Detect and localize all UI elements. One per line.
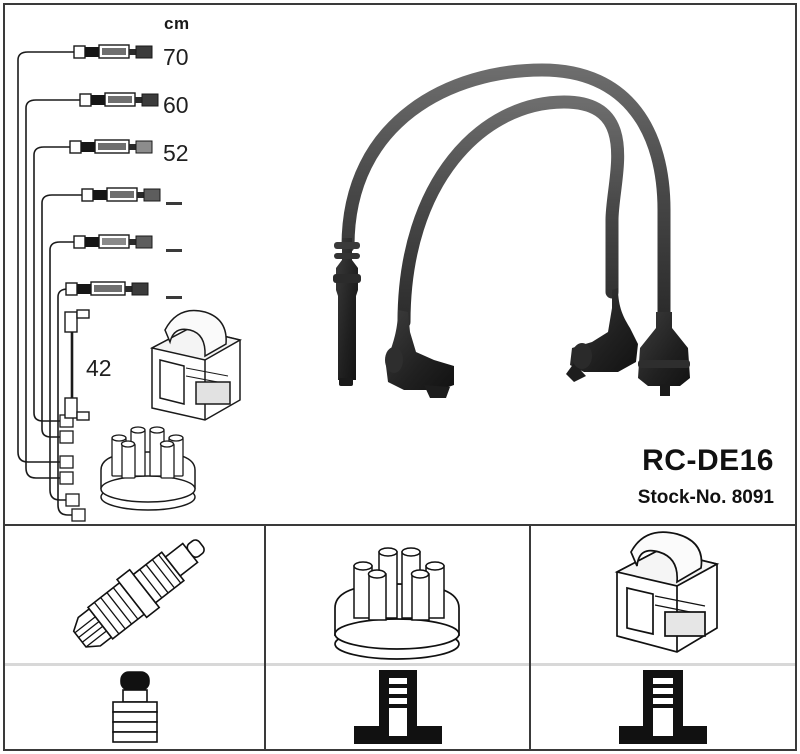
frame-left-border [3,3,5,751]
frame-bottom-border [3,749,797,751]
distributor-boot-left [385,310,454,398]
panel-divider-3 [531,663,795,666]
cable-length-2: 60 [163,92,189,118]
ignition-coil-terminal-icon [619,670,707,744]
ignition-coil-panel [531,526,795,751]
cable-length-6 [166,296,182,299]
panel-divider-1 [5,663,264,666]
spark-plug-icon [72,539,205,648]
coil-lead-cable [64,309,90,421]
distributor-cap-panel [266,526,529,751]
coil-lead-length: 42 [86,355,112,381]
cable-length-3: 52 [163,140,189,166]
cable-inner-path [397,95,625,329]
cable-length-1: 70 [163,44,189,70]
spark-plug-boot-left [333,238,361,386]
cable-outer-path [341,63,671,322]
frame-middle-divider [3,524,797,526]
distributor-cap-illustration [100,426,196,511]
length-unit-header: cm [164,14,190,33]
distributor-cap-icon [334,547,460,660]
spark-plug-panel [5,526,264,751]
ignition-coil-icon [614,531,720,653]
distributor-boot-right [566,288,638,382]
stock-number: Stock-No. 8091 [637,487,774,508]
distributor-cap-terminal-icon [354,670,442,744]
frame-vertical-divider-2 [529,526,531,751]
coil-boot-right [638,312,690,396]
cable-connector-row-3 [69,139,153,154]
cable-connector-row-2 [79,92,159,107]
ignition-coil-illustration [149,309,243,421]
panel-divider-2 [266,663,529,666]
frame-top-border [3,3,797,5]
ignition-cable-set-photo [333,63,690,398]
spark-plug-terminal-icon [112,671,158,743]
cable-harness-schematic [17,44,243,522]
frame-vertical-divider-1 [264,526,266,751]
product-title: RC-DE16 [642,444,774,477]
cable-length-5 [166,249,182,252]
cable-length-4 [166,202,182,205]
cable-connector-row-6 [65,281,149,296]
cable-connector-row-1 [73,44,153,59]
harness-terminal-block [59,414,86,522]
frame-right-border [795,3,797,751]
cable-connector-row-4 [81,187,161,202]
cable-connector-row-5 [73,234,153,249]
